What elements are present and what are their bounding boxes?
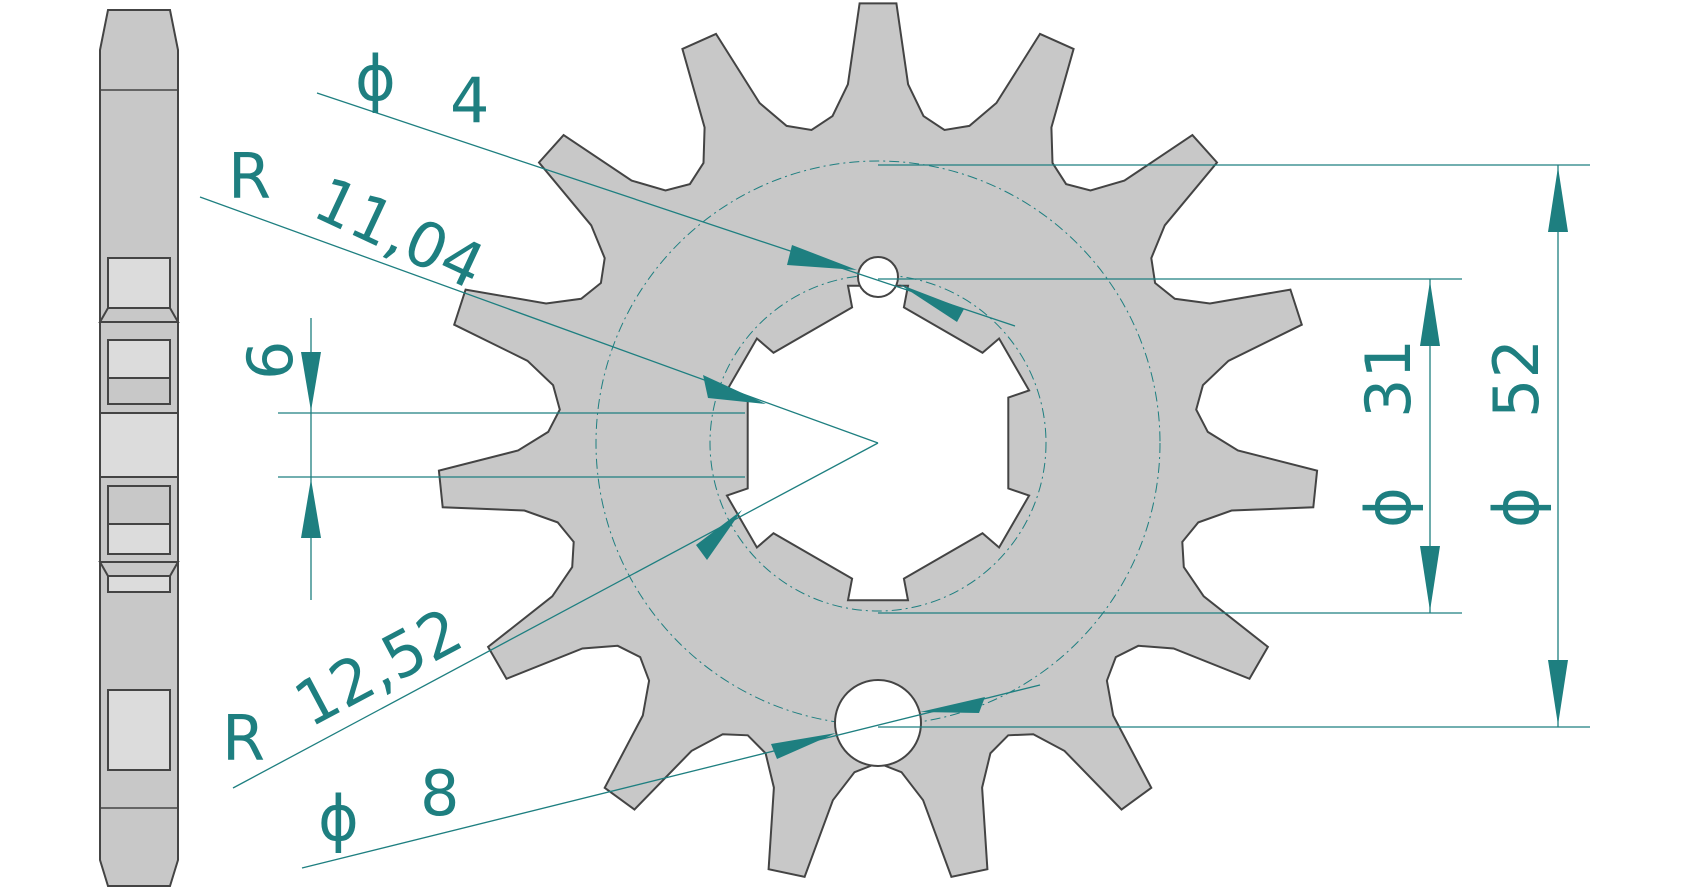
large-hole bbox=[834, 679, 922, 767]
large-circle-value: 52 bbox=[1480, 339, 1553, 418]
side-view bbox=[98, 9, 180, 887]
large-hole-value: 8 bbox=[420, 757, 459, 830]
inner-radius-prefix: R bbox=[228, 140, 271, 213]
small-hole bbox=[857, 256, 899, 298]
small-hole-symbol: ϕ bbox=[355, 42, 396, 115]
bolt-circle-symbol: ϕ bbox=[1352, 487, 1425, 528]
bolt-circle-value: 31 bbox=[1352, 339, 1425, 418]
large-circle-symbol: ϕ bbox=[1480, 487, 1553, 528]
inner-radius-value: 11,04 bbox=[304, 162, 496, 303]
bolt-circle bbox=[709, 274, 1047, 612]
small-hole-value: 4 bbox=[450, 64, 489, 137]
front-view bbox=[437, 2, 1319, 878]
outer-radius-value: 12,52 bbox=[283, 593, 474, 741]
slot-width-value: 6 bbox=[234, 341, 307, 380]
outer-radius-prefix: R bbox=[222, 702, 265, 775]
dimension-lines bbox=[199, 92, 1590, 869]
large-hole-symbol: ϕ bbox=[318, 782, 359, 855]
